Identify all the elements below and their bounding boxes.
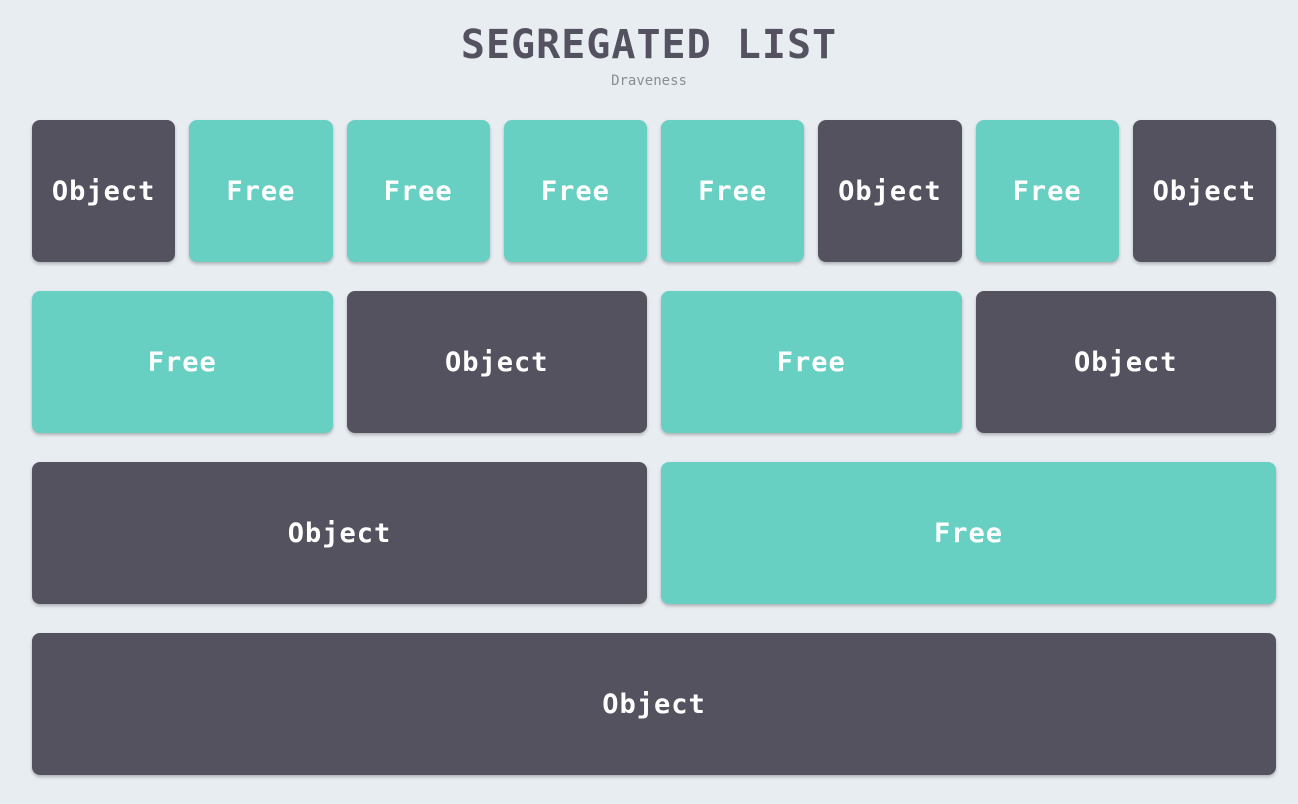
object-block: Object — [32, 462, 647, 604]
object-block: Object — [1132, 120, 1276, 262]
free-block: Free — [661, 291, 962, 433]
object-block: Object — [346, 291, 647, 433]
diagram-author: Draveness — [611, 73, 687, 89]
free-block: Free — [189, 120, 333, 262]
object-block: Object — [32, 633, 1276, 775]
object-block: Object — [975, 291, 1276, 433]
free-block: Free — [503, 120, 647, 262]
free-block: Free — [346, 120, 490, 262]
free-block: Free — [32, 291, 333, 433]
size-class-row-4: Object — [32, 633, 1276, 775]
object-block: Object — [32, 120, 176, 262]
object-block: Object — [818, 120, 962, 262]
diagram-title: SEGREGATED LIST — [460, 22, 838, 68]
free-block: Free — [661, 462, 1276, 604]
free-block: Free — [661, 120, 805, 262]
free-block: Free — [975, 120, 1119, 262]
